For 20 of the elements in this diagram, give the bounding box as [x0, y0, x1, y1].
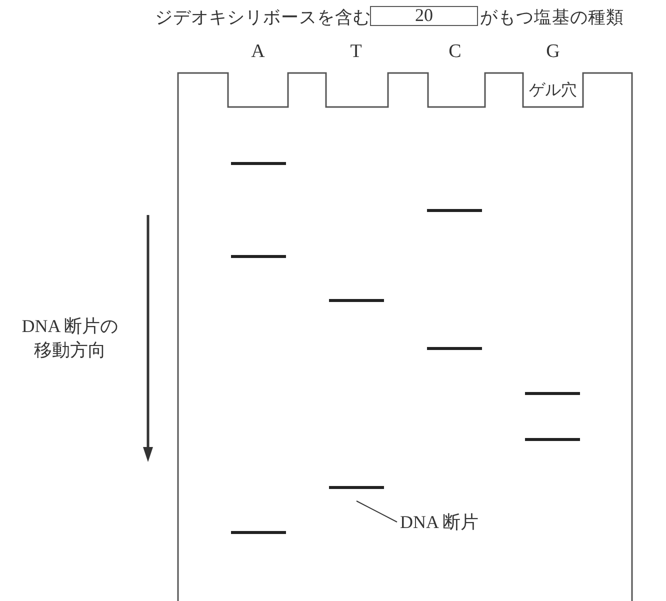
dna-band: [329, 486, 384, 489]
dna-band: [231, 162, 286, 165]
dna-band: [231, 531, 286, 534]
dna-band: [427, 347, 482, 350]
well-label: ゲル穴: [528, 80, 578, 101]
dna-band: [427, 209, 482, 212]
leader-line: [356, 500, 398, 522]
answer-box: 20: [370, 6, 478, 26]
heading-text: ジデオキシリボースを含む: [155, 6, 369, 29]
lane-label: T: [349, 40, 363, 64]
dna-band: [329, 299, 384, 302]
dna-band: [525, 392, 580, 395]
direction-label: DNA 断片の移動方向: [20, 315, 120, 362]
lane-label: A: [250, 40, 266, 64]
dna-band: [231, 255, 286, 258]
leader-label: DNA 断片: [400, 510, 490, 534]
lane-label: C: [448, 40, 462, 64]
dna-band: [525, 438, 580, 441]
heading-text: がもつ塩基の種類: [480, 6, 625, 29]
lane-label: G: [545, 40, 561, 64]
